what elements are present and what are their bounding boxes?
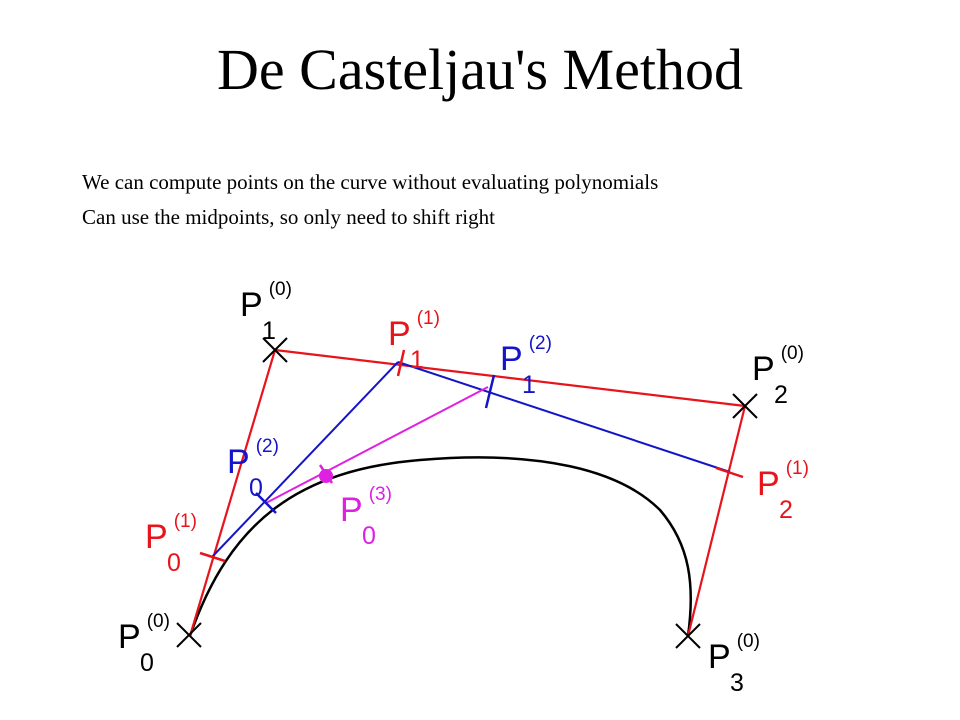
label-superscript: (2) <box>256 436 279 457</box>
label-base: P <box>145 518 168 556</box>
label-base: P <box>500 340 523 378</box>
label-p2-0: P (0) 2 <box>752 343 804 409</box>
control-polygon <box>188 348 747 637</box>
label-base: P <box>388 315 411 353</box>
label-p1-1: P (1) 1 <box>388 308 440 374</box>
bullet-1: We can compute points on the curve witho… <box>82 170 659 194</box>
label-subscript: 2 <box>779 496 793 524</box>
control-point-crosses <box>176 337 758 649</box>
label-base: P <box>708 638 731 676</box>
label-base: P <box>240 286 263 324</box>
label-subscript: 0 <box>167 549 181 577</box>
curve-point-marker <box>319 469 333 483</box>
label-p0-3: P (3) 0 <box>340 484 392 550</box>
label-superscript: (0) <box>269 279 292 300</box>
label-subscript: 3 <box>730 669 744 697</box>
label-superscript: (0) <box>781 343 804 364</box>
label-subscript: 2 <box>774 381 788 409</box>
label-superscript: (3) <box>369 484 392 505</box>
label-superscript: (1) <box>417 308 440 329</box>
label-p1-2: P (2) 1 <box>500 333 552 399</box>
red-ticks <box>199 349 744 563</box>
label-p2-1: P (1) 2 <box>757 458 809 524</box>
label-p0-0: P (0) 0 <box>118 611 170 677</box>
label-p3-0: P (0) 3 <box>708 631 760 697</box>
level2-segment <box>265 386 489 504</box>
label-subscript: 1 <box>262 317 276 345</box>
label-superscript: (2) <box>529 333 552 354</box>
label-base: P <box>340 491 363 529</box>
label-superscript: (0) <box>147 611 170 632</box>
bullet-2: Can use the midpoints, so only need to s… <box>82 205 495 229</box>
label-subscript: 1 <box>522 371 536 399</box>
label-p0-2: P (2) 0 <box>227 436 279 502</box>
label-subscript: 0 <box>249 474 263 502</box>
slide-title: De Casteljau's Method <box>217 37 743 102</box>
label-p1-0: P (0) 1 <box>240 279 292 345</box>
label-subscript: 0 <box>362 522 376 550</box>
label-superscript: (1) <box>786 458 809 479</box>
label-base: P <box>227 443 250 481</box>
level1-segments <box>211 361 731 558</box>
label-superscript: (0) <box>737 631 760 652</box>
label-base: P <box>118 618 141 656</box>
label-base: P <box>752 350 775 388</box>
bezier-curve <box>188 456 693 637</box>
label-superscript: (1) <box>174 511 197 532</box>
label-base: P <box>757 465 780 503</box>
label-p0-1: P (1) 0 <box>145 511 197 577</box>
label-subscript: 1 <box>410 346 424 374</box>
label-subscript: 0 <box>140 649 154 677</box>
blue-ticks <box>255 374 496 514</box>
